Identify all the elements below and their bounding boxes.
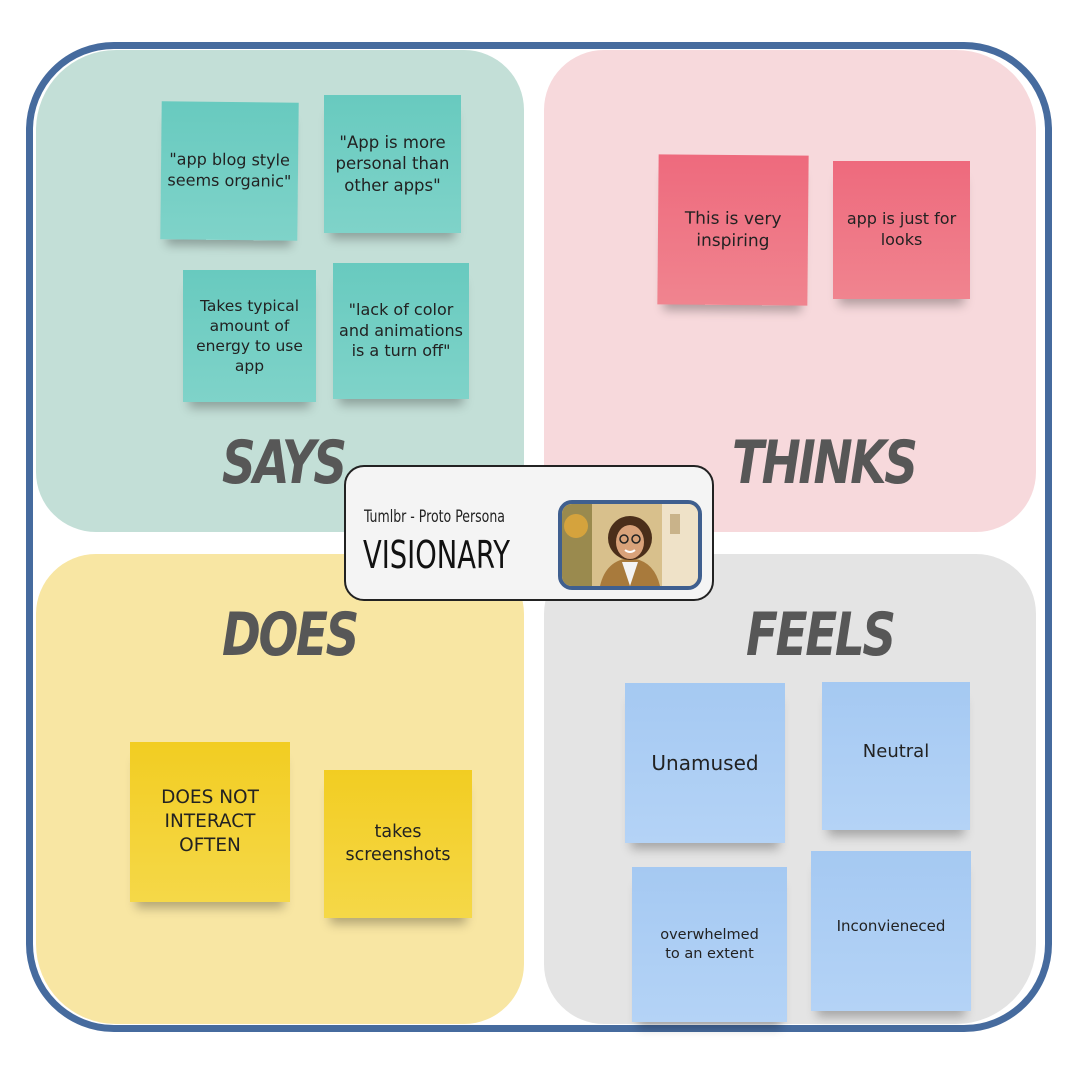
sticky-note-feels-1[interactable]: Unamused	[625, 683, 785, 843]
sticky-note-does-2[interactable]: takes screenshots	[324, 770, 472, 918]
persona-avatar	[558, 500, 702, 590]
sticky-note-feels-4[interactable]: Inconvieneced	[811, 851, 971, 1011]
does-label: DOES	[222, 600, 359, 670]
sticky-note-feels-2[interactable]: Neutral	[822, 682, 970, 830]
sticky-note-says-2[interactable]: "App is more personal than other apps"	[324, 95, 461, 233]
feels-label: FEELS	[746, 600, 896, 670]
sticky-note-thinks-1[interactable]: This is very inspiring	[657, 154, 809, 306]
persona-card[interactable]: Tumlbr - Proto Persona VISIONARY	[344, 465, 714, 601]
persona-photo-icon	[562, 504, 698, 586]
says-label: SAYS	[222, 428, 347, 498]
sticky-note-says-1[interactable]: "app blog style seems organic"	[160, 101, 299, 241]
sticky-note-does-1[interactable]: DOES NOT INTERACT OFTEN	[130, 742, 290, 902]
sticky-note-says-4[interactable]: "lack of color and animations is a turn …	[333, 263, 469, 399]
persona-title: VISIONARY	[363, 533, 510, 577]
sticky-note-thinks-2[interactable]: app is just for looks	[833, 161, 970, 299]
sticky-note-feels-3[interactable]: overwhelmed to an extent	[632, 867, 787, 1022]
sticky-note-says-3[interactable]: Takes typical amount of energy to use ap…	[183, 270, 316, 402]
thinks-label: THINKS	[732, 428, 918, 498]
persona-subtitle: Tumlbr - Proto Persona	[364, 507, 505, 527]
